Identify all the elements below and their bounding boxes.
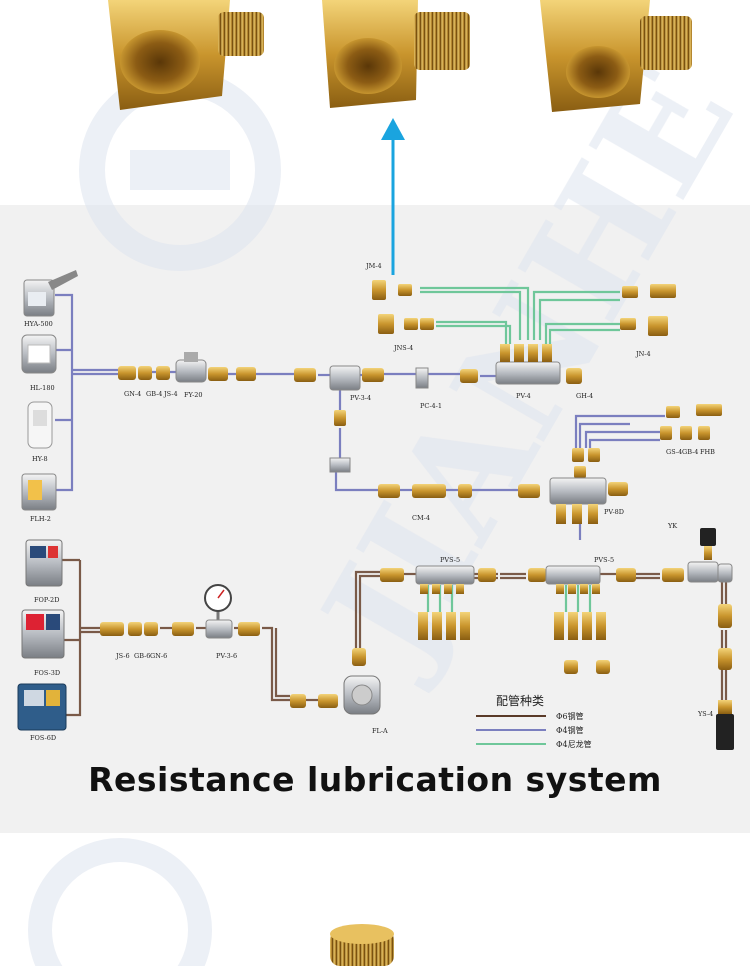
- label-hl-180: HL-180: [30, 384, 55, 392]
- legend-label-phi6-copper: Φ6钢管: [556, 711, 584, 721]
- label-gb-4b: GB-4: [682, 448, 698, 456]
- label-jns-4: JNS-4: [393, 344, 413, 352]
- legend-label-phi4-nylon: Φ4尼龙管: [556, 739, 592, 749]
- label-cm-4: CM-4: [412, 514, 430, 522]
- pump-hya-500: [23, 270, 78, 317]
- legend-title: 配管种类: [496, 693, 544, 708]
- label-pv-4: PV-4: [516, 392, 531, 400]
- component-labels: HYA-500 HL-180 HY-8 FLH-2 FOP-2D FOS-3D …: [24, 262, 715, 742]
- label-gb-4: GB-4: [146, 390, 162, 398]
- label-jn-4: JN-4: [635, 350, 651, 358]
- page-title: Resistance lubrication system: [88, 760, 662, 799]
- label-gh-4: GH-4: [576, 392, 593, 400]
- label-js-6: JS-6: [115, 652, 130, 660]
- label-hya-500: HYA-500: [24, 320, 53, 328]
- pointer-arrow: [381, 118, 405, 275]
- label-gb-6: GB-6: [134, 652, 150, 660]
- label-fop-2d: FOP-2D: [34, 596, 59, 604]
- gauge-pv-3-6: [204, 584, 233, 639]
- label-ys-4: YS-4: [697, 710, 713, 718]
- label-fy-20: FY-20: [184, 391, 203, 399]
- distributor-pvs-5-b: [545, 565, 606, 640]
- label-js-4: JS-4: [163, 390, 178, 398]
- filter-fy-20: [175, 352, 207, 383]
- label-fhb: FHB: [700, 448, 715, 456]
- pump-fl-a: [343, 675, 381, 715]
- pump-fos-6d: [17, 683, 67, 731]
- label-pv-8d: PV-8D: [604, 508, 624, 516]
- label-gs-4: GS-4: [666, 448, 682, 456]
- pump-flh-2: [21, 473, 57, 511]
- brass-elbow-photo-2: [322, 0, 470, 108]
- label-fl-a: FL-A: [372, 727, 388, 735]
- distributor-pv-8d: [549, 477, 607, 524]
- label-pc-4-1: PC-4-1: [420, 402, 442, 410]
- pump-fop-2d: [25, 539, 63, 587]
- legend-label-phi4-copper: Φ4钢管: [556, 725, 584, 735]
- distributor-pv-4: [495, 344, 561, 385]
- label-yk: YK: [667, 522, 677, 530]
- label-jm-4: JM-4: [365, 262, 382, 270]
- label-pv-3-6: PV-3-6: [216, 652, 237, 660]
- legend: 配管种类 Φ6钢管 Φ4钢管 Φ4尼龙管: [476, 693, 592, 749]
- brush-ys-4: [716, 700, 734, 750]
- brass-fittings: [100, 280, 732, 708]
- pressure-switch-yk: [687, 528, 733, 583]
- brass-elbow-photo-1: [108, 0, 264, 110]
- label-pvs-5-b: PVS-5: [594, 556, 614, 564]
- label-gn-4: GN-4: [124, 390, 141, 398]
- pump-fos-3d: [21, 609, 65, 659]
- distributor-pvs-5-a: [415, 565, 475, 640]
- label-hy-8: HY-8: [32, 455, 48, 463]
- brass-elbow-photo-3: [540, 0, 692, 112]
- label-fos-6d: FOS-6D: [30, 734, 56, 742]
- brass-fitting-photo-bottom: [330, 924, 394, 966]
- pump-hy-8: [27, 401, 53, 449]
- pump-hl-180: [21, 334, 57, 374]
- watermark: JIANHE: [28, 37, 750, 966]
- diagram-panel: [0, 205, 750, 833]
- tee-pv-3-4: [329, 365, 361, 391]
- label-pvs-5-a: PVS-5: [440, 556, 460, 564]
- label-fos-3d: FOS-3D: [34, 669, 60, 677]
- label-pv-3-4: PV-3-4: [350, 394, 371, 402]
- label-flh-2: FLH-2: [30, 515, 51, 523]
- label-gn-6: GN-6: [150, 652, 167, 660]
- clamp-pc-4-1: [329, 367, 429, 473]
